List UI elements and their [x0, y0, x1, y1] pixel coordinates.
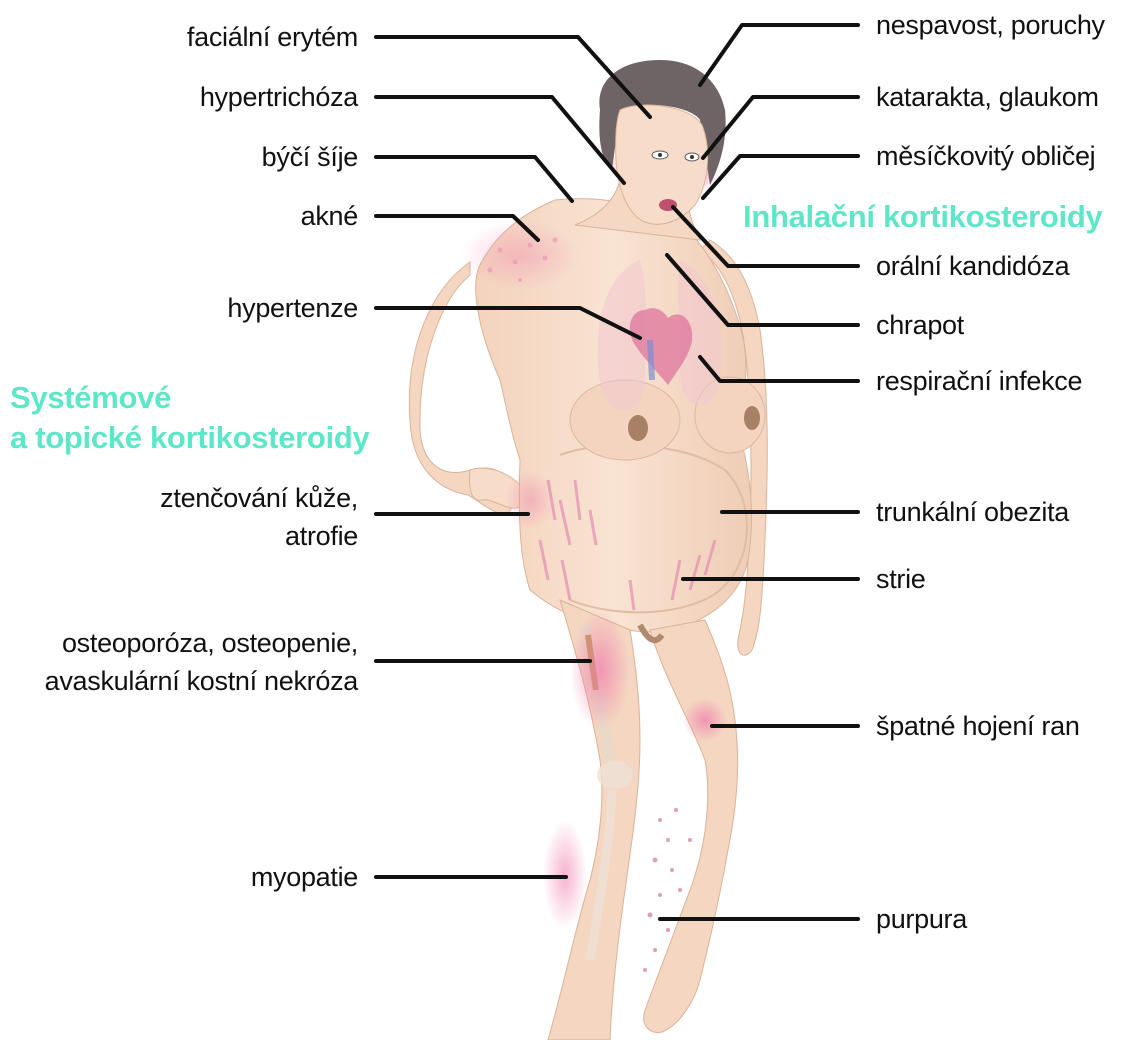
leader-hypertrichosis: [376, 97, 624, 183]
label-cataract: katarakta, glaukom: [876, 80, 1099, 114]
right-leg-shape: [644, 620, 738, 1033]
leader-insomnia: [700, 25, 858, 85]
label-acne: akné: [301, 199, 358, 233]
left-nipple: [628, 415, 648, 441]
leader-cataract: [703, 97, 858, 158]
pupil-left: [658, 153, 662, 157]
label-moon-face: měsíčkovitý obličej: [876, 139, 1095, 173]
label-hoarseness: chrapot: [876, 308, 964, 342]
group-systemic-heading-line2: a topické kortikosteroidy: [10, 420, 369, 456]
right-nipple: [744, 406, 760, 430]
knee-joint: [597, 761, 633, 789]
group-inhaled-heading: Inhalační kortikosteroidy: [743, 199, 1102, 235]
leader-moon-face: [703, 156, 858, 198]
hip-glow: [505, 470, 555, 530]
label-skin-thinning-line2: atrofie: [285, 519, 358, 553]
label-skin-thinning-line1: ztenčování kůže,: [160, 481, 358, 515]
label-osteoporosis-line1: osteoporóza, osteopenie,: [62, 626, 358, 660]
label-truncal-obesity: trunkální obezita: [876, 495, 1069, 529]
label-buffalo-hump: býčí šíje: [262, 140, 358, 174]
group-systemic-heading-line1: Systémové: [10, 380, 171, 416]
label-myopathy: myopatie: [251, 860, 358, 894]
label-purpura: purpura: [876, 902, 967, 936]
label-insomnia: nespavost, poruchy: [876, 8, 1105, 42]
label-hypertension: hypertenze: [227, 291, 358, 325]
leader-buffalo-hump: [376, 157, 572, 201]
label-poor-wound-healing: špatné hojení ran: [876, 709, 1080, 743]
label-facial-erythema: faciální erytém: [187, 20, 358, 54]
heart-vessel: [650, 340, 652, 380]
wound-glow: [683, 698, 727, 742]
pupil-right: [690, 155, 694, 159]
label-hypertrichosis: hypertrichóza: [200, 80, 358, 114]
label-osteoporosis-line2: avaskulární kostní nekróza: [45, 664, 358, 698]
label-respiratory-infection: respirační infekce: [876, 364, 1082, 398]
label-oral-candidiasis: orální kandidóza: [876, 249, 1069, 283]
label-striae: strie: [876, 562, 926, 596]
thigh-glow: [570, 610, 630, 730]
